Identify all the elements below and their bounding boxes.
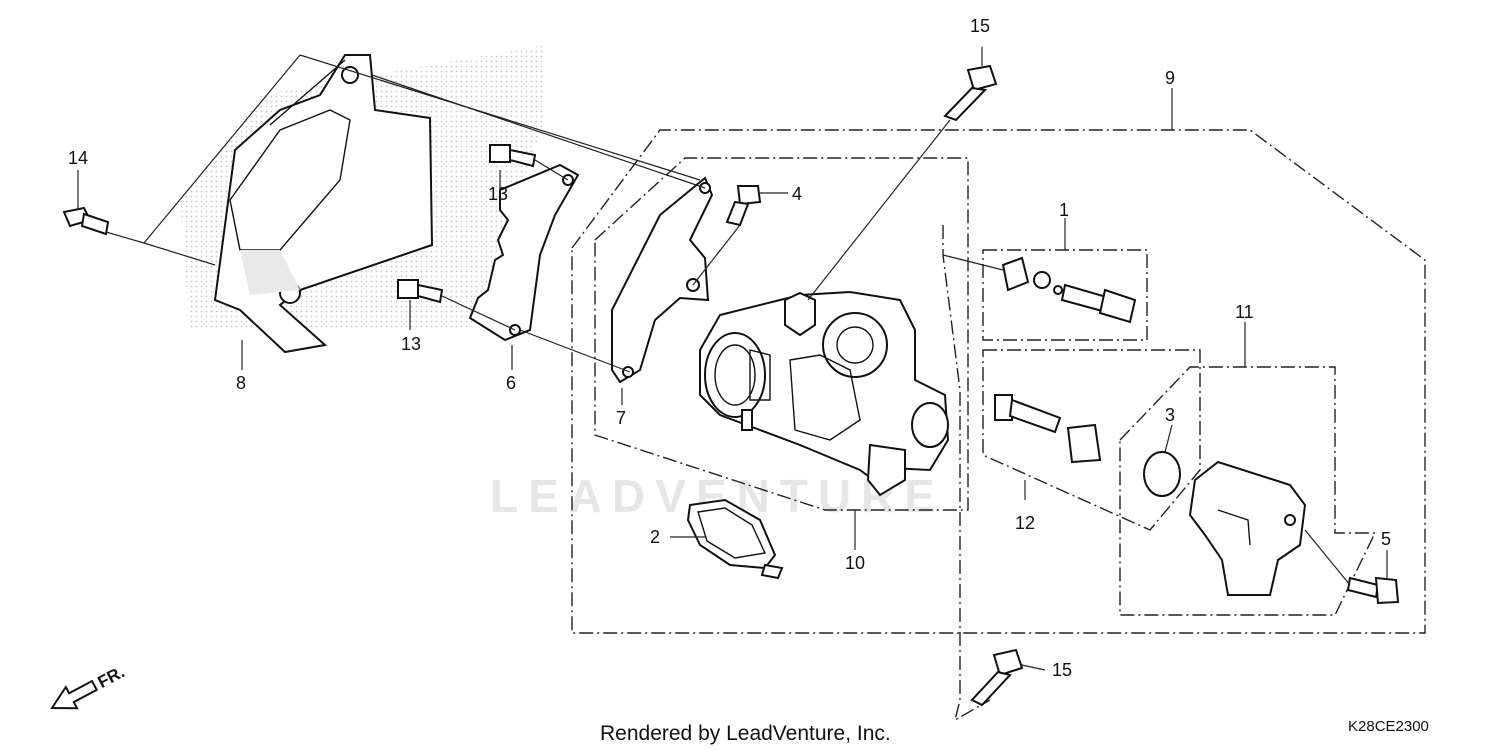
callout-1: 1 [1059,200,1069,220]
leader-lines [77,47,1388,671]
assembly-box-10 [594,157,969,511]
cover-part-8 [213,54,434,354]
plate-part-6 [468,163,580,342]
callout-11: 11 [1235,302,1254,322]
front-direction-arrow: FR. [50,662,128,710]
footer-credit: Rendered by LeadVenture, Inc. [600,722,891,745]
callout-8: 8 [236,373,246,393]
assembly-line-15 [942,225,991,722]
bolt-part-5 [1346,576,1400,605]
bolt-part-13-lower [397,279,444,304]
throttle-body-part-10 [699,290,950,497]
screw-part-4 [725,185,762,227]
callout-14: 14 [68,148,88,168]
callout-12: 12 [1015,513,1035,533]
screw-set-part-12 [994,394,1102,464]
assembly-box-12 [982,349,1201,531]
callout-9: 9 [1165,68,1175,88]
callout-6: 6 [506,373,516,393]
diagram-code: K28CE2300 [1348,718,1429,735]
callout-13-upper: 13 [488,184,508,204]
callout-3: 3 [1165,405,1175,425]
callout-10: 10 [845,553,865,573]
sensor-part-11 [1188,460,1307,596]
assembly-box-11 [1119,366,1377,616]
bolt-part-15-lower [970,648,1024,707]
bolt-part-15-upper [943,64,998,122]
o-ring-part-3 [1143,451,1181,497]
callout-5: 5 [1381,529,1391,549]
callout-13-lower: 13 [401,334,421,354]
front-direction-label: FR. [95,662,128,692]
callout-15-lower: 15 [1052,660,1072,680]
callout-7: 7 [616,408,626,428]
callout-4: 4 [792,184,802,204]
assembly-box-9 [571,129,1426,634]
callout-15-upper: 15 [970,16,990,36]
bolt-part-13-upper [489,144,537,168]
assembly-box-1 [982,249,1148,341]
bolt-part-14 [62,206,110,236]
callout-2: 2 [650,527,660,547]
idle-screw-assembly-part-1 [1001,256,1137,324]
gasket-part-2 [686,498,784,580]
